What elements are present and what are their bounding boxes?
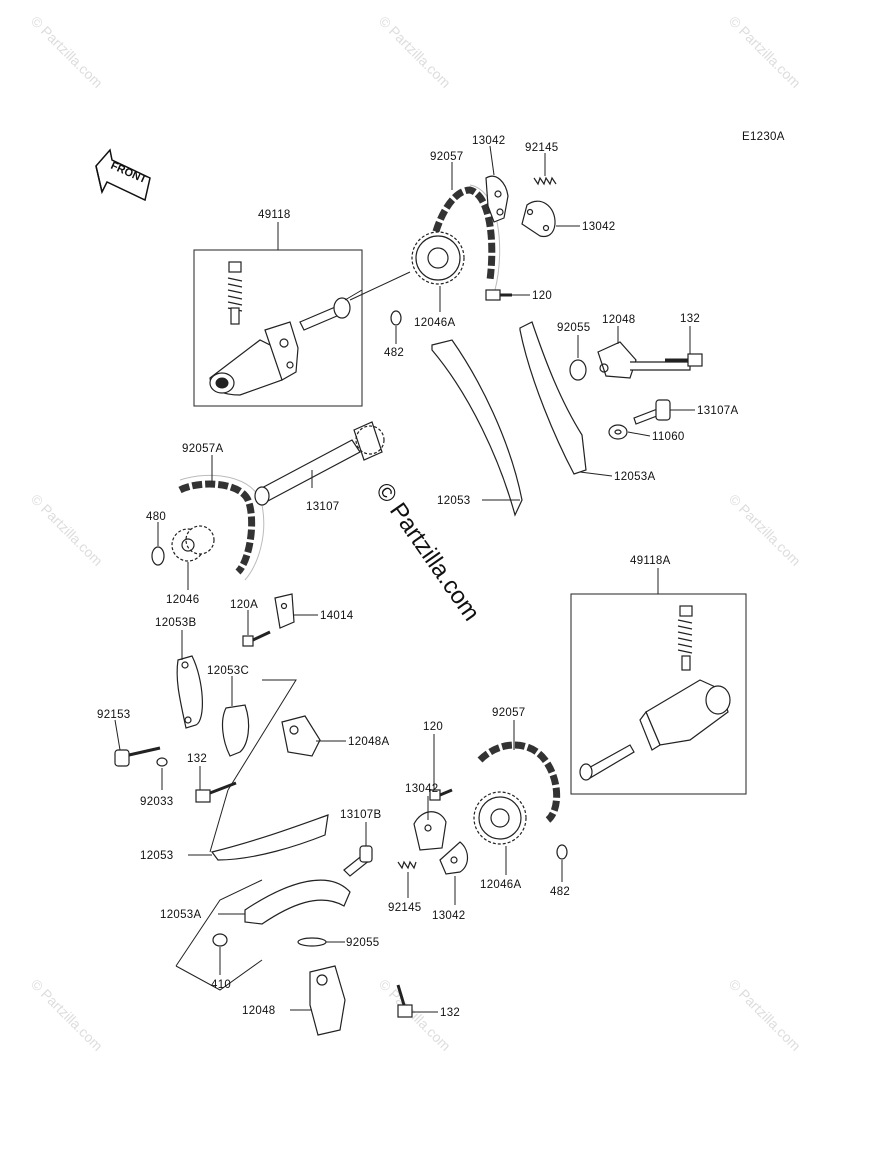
label-13107a: 13107A — [697, 405, 738, 417]
leader-lines — [114, 145, 695, 1013]
label-120a: 120A — [230, 599, 258, 611]
label-13042-b: 13042 — [582, 221, 615, 233]
label-12046a-b: 12046A — [480, 879, 521, 891]
watermark-ml: © Partzilla.com — [28, 491, 106, 569]
guide-12053C — [221, 704, 250, 757]
label-92145-b: 92145 — [388, 902, 421, 914]
cam-sprocket-top — [411, 231, 465, 285]
label-92057-a: 92057 — [430, 151, 463, 163]
label-120-a: 120 — [532, 290, 552, 302]
label-410: 410 — [211, 979, 231, 991]
label-13042-c: 13042 — [405, 783, 438, 795]
label-132-a: 132 — [680, 313, 700, 325]
label-92055-b: 92055 — [346, 937, 379, 949]
bracket-14014 — [274, 593, 295, 629]
washer-11060 — [608, 424, 628, 440]
label-12053-a: 12053 — [437, 495, 470, 507]
washer-410 — [212, 933, 228, 947]
tensioner-12048A — [281, 715, 321, 757]
valve-lifter-49118A — [579, 605, 731, 781]
watermark-tl: © Partzilla.com — [28, 13, 106, 91]
part-labels: 13042 92145 92057 49118 13042 120 12046A… — [97, 135, 738, 1019]
chain-guide-12053-lower — [210, 814, 329, 861]
label-92033: 92033 — [140, 796, 173, 808]
washer-480 — [151, 546, 165, 566]
washer-482-top — [390, 310, 402, 326]
weight-13042-lower-a — [413, 811, 447, 851]
bolt-13107A — [633, 399, 671, 425]
bolt-120-lower — [429, 788, 453, 801]
label-12048-b: 12048 — [242, 1005, 275, 1017]
tensioner-12048-lower — [309, 965, 346, 1036]
weight-13042-lower-b — [439, 841, 469, 875]
valve-lifter-49118 — [209, 261, 299, 396]
label-12053a-a: 12053A — [614, 471, 655, 483]
label-120-b: 120 — [423, 721, 443, 733]
label-12046: 12046 — [166, 594, 199, 606]
bolt-13107B — [343, 845, 373, 877]
watermark-tr: © Partzilla.com — [726, 13, 804, 91]
label-11060: 11060 — [652, 431, 685, 443]
cam-chain-92057-lower — [477, 741, 561, 823]
label-132-c: 132 — [440, 1007, 460, 1019]
label-49118a: 49118A — [630, 555, 671, 567]
label-13042-d: 13042 — [432, 910, 465, 922]
weight-13042-right — [521, 200, 556, 238]
chain-guide-12053B — [176, 655, 203, 729]
label-12048-a: 12048 — [602, 314, 635, 326]
label-92055-a: 92055 — [557, 322, 590, 334]
tensioner-12048-top — [597, 341, 691, 379]
oring-92033 — [156, 757, 168, 767]
diagram-code: E1230A — [742, 131, 785, 143]
label-13107: 13107 — [306, 501, 339, 513]
label-12053b: 12053B — [155, 617, 196, 629]
gasket-92055-top — [569, 359, 587, 381]
label-13042-a: 13042 — [472, 135, 505, 147]
bolt-120A — [242, 630, 271, 647]
label-12053a-b: 12053A — [160, 909, 201, 921]
tensioner-guide-12053A-lower — [244, 879, 351, 925]
washer-482-lower — [556, 844, 568, 860]
cam-chain-92057A — [178, 480, 256, 575]
spring-92145-lower — [397, 860, 417, 870]
bolt-132-top — [665, 353, 703, 367]
label-49118: 49118 — [258, 209, 291, 221]
camshaft-13107 — [254, 421, 385, 506]
label-13107b: 13107B — [340, 809, 381, 821]
spring-92145-top — [533, 176, 557, 186]
label-482-a: 482 — [384, 347, 404, 359]
label-12053c: 12053C — [207, 665, 249, 677]
tensioner-guide-12053A — [519, 321, 587, 475]
bolt-92153 — [114, 746, 161, 767]
label-92153: 92153 — [97, 709, 130, 721]
cam-sprocket-lower — [473, 791, 527, 845]
label-482-b: 482 — [550, 886, 570, 898]
label-92057-b: 92057 — [492, 707, 525, 719]
label-12048a: 12048A — [348, 736, 389, 748]
label-132-b: 132 — [187, 753, 207, 765]
chain-guide-12053 — [431, 339, 523, 517]
bolt-132-lower — [396, 984, 413, 1018]
shaft-top — [299, 271, 411, 331]
gasket-92055-lower — [297, 937, 327, 947]
watermark-bl: © Partzilla.com — [28, 976, 106, 1054]
label-480: 480 — [146, 511, 166, 523]
label-92057a: 92057A — [182, 443, 223, 455]
label-12053-b: 12053 — [140, 850, 173, 862]
label-14014: 14014 — [320, 610, 354, 622]
watermark-tc: © Partzilla.com — [376, 13, 454, 91]
watermark-br: © Partzilla.com — [726, 976, 804, 1054]
front-arrow-icon: FRONT — [95, 148, 151, 202]
label-92145-a: 92145 — [525, 142, 558, 154]
sprocket-12046 — [171, 525, 215, 562]
watermark-mr: © Partzilla.com — [726, 491, 804, 569]
label-12046a-a: 12046A — [414, 317, 455, 329]
weight-13042-top — [485, 175, 509, 223]
